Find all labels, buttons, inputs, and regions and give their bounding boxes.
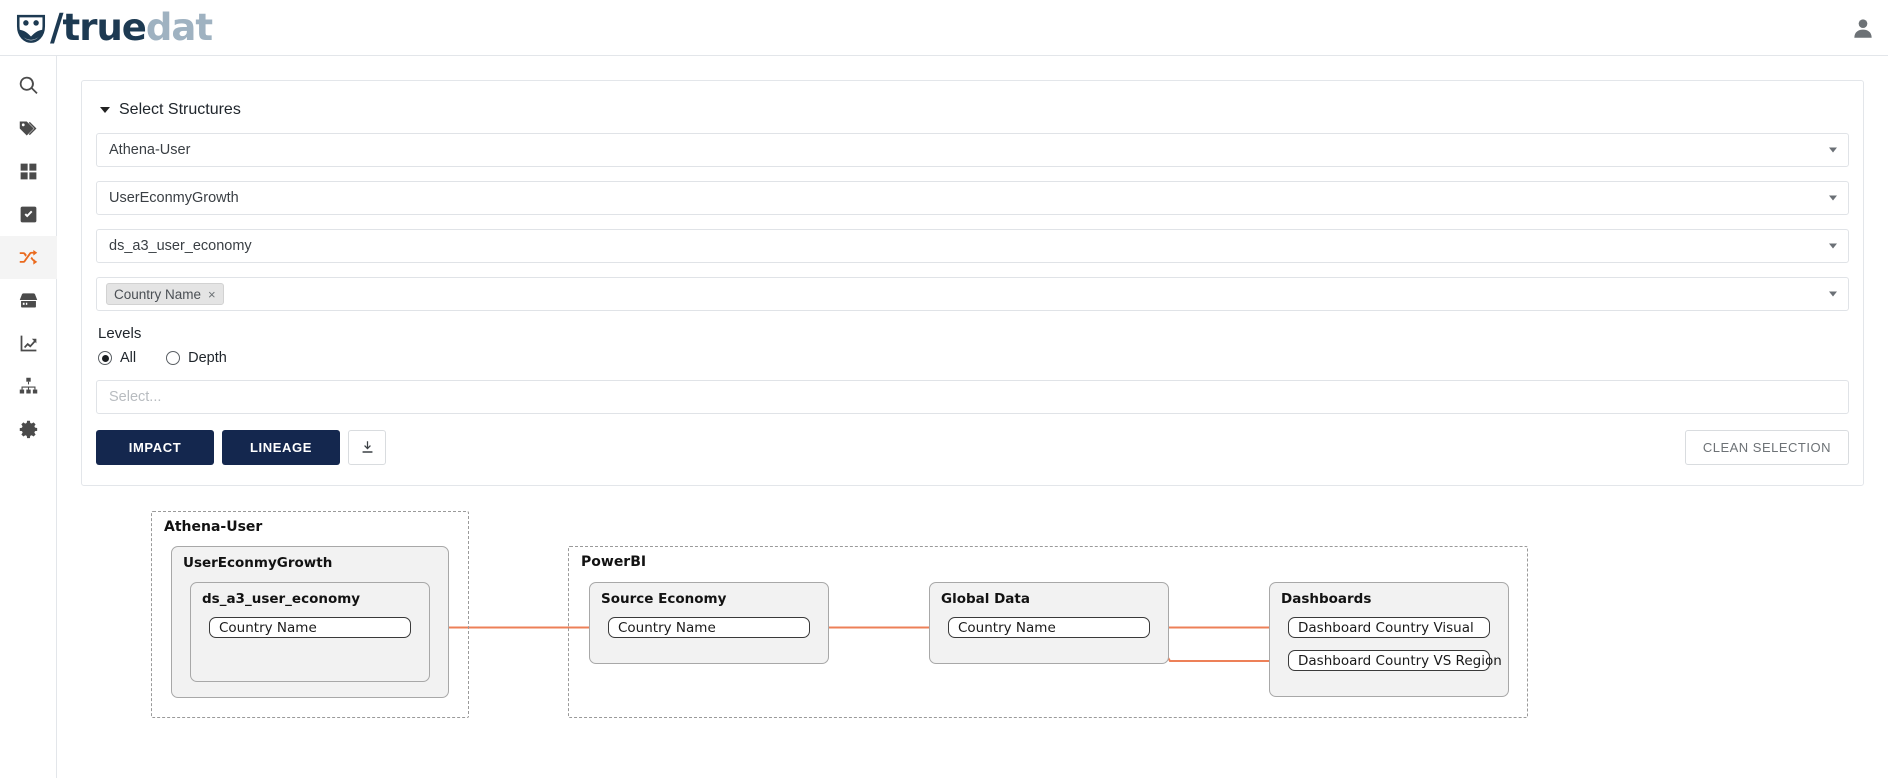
fields-select[interactable]: Country Name × — [96, 277, 1849, 311]
logo-wordmark: /truedat — [50, 6, 213, 49]
sidebar-item-settings[interactable] — [0, 408, 57, 451]
chip-label: Country Name — [114, 286, 202, 302]
depth-select-placeholder: Select... — [109, 389, 162, 405]
system-select[interactable]: Athena-User — [96, 133, 1849, 167]
lineage-button[interactable]: LINEAGE — [222, 430, 340, 465]
card-label: Global Data — [941, 591, 1030, 607]
impact-button[interactable]: IMPACT — [96, 430, 214, 465]
field-country-name-source-economy[interactable]: Country Name — [608, 617, 810, 638]
field-dashboard-country-visual[interactable]: Dashboard Country Visual — [1288, 617, 1490, 638]
sidebar-item-lineage[interactable] — [0, 236, 57, 279]
lineage-graph: Athena-User PowerBI UserEconmyGrowth ds_… — [57, 511, 1888, 771]
chevron-down-icon — [1829, 243, 1837, 249]
shuffle-icon — [19, 249, 38, 265]
sidebar — [0, 56, 57, 778]
sidebar-item-metrics[interactable] — [0, 322, 57, 365]
chevron-down-icon — [100, 107, 110, 113]
grid-icon — [20, 163, 37, 180]
sidebar-item-search[interactable] — [0, 64, 57, 107]
top-bar: /truedat — [0, 0, 1888, 56]
sitemap-icon — [19, 377, 38, 394]
tags-icon — [19, 121, 37, 136]
select-structures-panel: Select Structures Athena-User UserEconmy… — [81, 80, 1864, 486]
logo-true: true — [62, 6, 147, 49]
chart-line-icon — [20, 335, 37, 352]
search-icon — [19, 76, 38, 94]
radio-all-label: All — [120, 350, 137, 366]
download-button[interactable] — [348, 430, 386, 465]
card-label: ds_a3_user_economy — [202, 591, 361, 607]
clean-selection-button[interactable]: CLEAN SELECTION — [1684, 430, 1849, 465]
logo-slash: / — [50, 6, 63, 49]
radio-all-dot — [101, 354, 109, 362]
sidebar-item-domains[interactable] — [0, 150, 57, 193]
radio-depth-label: Depth — [188, 350, 227, 366]
field-country-name-source[interactable]: Country Name — [209, 617, 411, 638]
group-select[interactable]: UserEconmyGrowth — [96, 181, 1849, 215]
card-label: Source Economy — [601, 591, 727, 607]
selected-field-chip[interactable]: Country Name × — [106, 283, 224, 305]
sidebar-item-sources[interactable] — [0, 279, 57, 322]
structure-select-value: ds_a3_user_economy — [109, 238, 252, 254]
logo-dat: dat — [145, 6, 213, 49]
main-content: Select Structures Athena-User UserEconmy… — [57, 56, 1888, 778]
user-icon[interactable] — [1850, 15, 1876, 41]
radio-depth[interactable] — [166, 351, 181, 365]
field-country-name-global-data[interactable]: Country Name — [948, 617, 1150, 638]
chip-remove-icon[interactable]: × — [208, 286, 216, 302]
panel-title-text: Select Structures — [119, 101, 241, 118]
group-select-value: UserEconmyGrowth — [109, 190, 239, 206]
chevron-down-icon — [1829, 291, 1837, 297]
group-powerbi[interactable]: PowerBI — [568, 546, 1528, 718]
field-dashboard-country-vs-region[interactable]: Dashboard Country VS Region — [1288, 650, 1502, 671]
levels-radio-group: All Depth — [98, 350, 1849, 366]
card-dashboards[interactable]: Dashboards — [1269, 582, 1509, 697]
database-icon — [19, 293, 38, 308]
card-label: Dashboards — [1281, 591, 1372, 607]
top-bar-actions — [1850, 15, 1876, 41]
system-select-value: Athena-User — [109, 142, 191, 158]
sidebar-item-quality[interactable] — [0, 193, 57, 236]
sidebar-item-tags[interactable] — [0, 107, 57, 150]
check-square-icon — [20, 206, 37, 223]
group-label: Athena-User — [164, 519, 263, 535]
group-label: PowerBI — [581, 554, 647, 570]
chevron-down-icon — [1829, 195, 1837, 201]
depth-select-input[interactable]: Select... — [96, 380, 1849, 414]
levels-label: Levels — [98, 325, 142, 342]
chevron-down-icon — [1829, 147, 1837, 153]
gear-icon — [19, 420, 38, 439]
download-icon — [362, 441, 372, 453]
radio-all[interactable] — [98, 351, 112, 365]
app-logo[interactable]: /truedat — [14, 0, 213, 56]
card-label: UserEconmyGrowth — [183, 555, 333, 571]
group-athena-user[interactable]: Athena-User — [151, 511, 469, 718]
panel-header[interactable]: Select Structures — [100, 101, 1849, 119]
structure-select[interactable]: ds_a3_user_economy — [96, 229, 1849, 263]
owl-logo-icon — [16, 14, 46, 43]
sidebar-item-structures[interactable] — [0, 365, 57, 408]
panel-action-row: IMPACT LINEAGE CLEAN SELECTION — [96, 430, 1849, 465]
